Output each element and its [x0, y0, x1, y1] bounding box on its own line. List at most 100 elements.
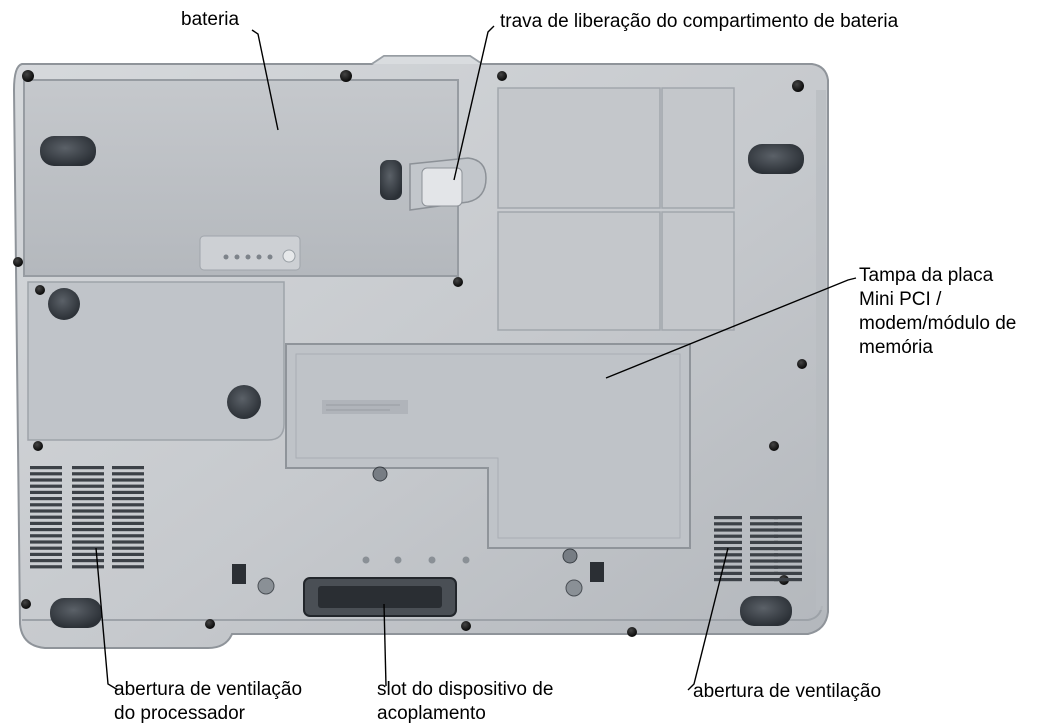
vent-slat: [30, 559, 62, 563]
label-docking-slot-line-1: slot do dispositivo de: [377, 679, 554, 700]
vent-slat: [714, 578, 742, 582]
vent-slat: [774, 571, 802, 575]
vent-slat: [112, 472, 144, 476]
label-processor-vent-line-2: do processador: [114, 703, 245, 724]
vent-slat: [750, 547, 778, 551]
vent-slat: [714, 528, 742, 532]
vent-slat: [774, 522, 802, 526]
vent-slat: [72, 540, 104, 544]
vent-slat: [750, 522, 778, 526]
vent-slat: [774, 540, 802, 544]
leader-lines: [95, 25, 857, 691]
leader-air-vent: [687, 547, 729, 691]
vent-slat: [112, 534, 144, 538]
vent-slat: [72, 515, 104, 519]
vent-slat: [30, 484, 62, 488]
vent-slat: [714, 559, 742, 563]
vent-slat: [112, 490, 144, 494]
leader-battery-latch: [453, 25, 495, 181]
vent-slat: [774, 553, 802, 557]
vent-slat: [72, 565, 104, 569]
leader-processor-vent: [95, 547, 119, 691]
label-battery: bateria: [181, 8, 239, 32]
label-air-vent: abertura de ventilação: [693, 680, 881, 704]
vent-slat: [112, 521, 144, 525]
label-battery-text: bateria: [181, 9, 240, 30]
vent-slat: [112, 509, 144, 513]
label-air-vent-text: abertura de ventilação: [693, 681, 882, 702]
vent-slat: [112, 559, 144, 563]
vent-slat: [30, 466, 62, 470]
leader-docking-slot: [383, 603, 387, 687]
vent-slat: [112, 497, 144, 501]
processor-vents: [30, 466, 144, 569]
air-vents: [714, 516, 802, 582]
vent-slat: [774, 578, 802, 582]
vent-slat: [112, 503, 144, 507]
vent-slat: [112, 565, 144, 569]
vent-slat: [112, 466, 144, 470]
vent-slat: [30, 528, 62, 532]
vent-slat: [774, 534, 802, 538]
vent-slat: [714, 565, 742, 569]
vent-slat: [750, 553, 778, 557]
vent-slat: [72, 552, 104, 556]
vent-slat: [750, 540, 778, 544]
vent-slat: [112, 540, 144, 544]
label-minipci-line-4: memória: [859, 337, 933, 358]
vent-slat: [72, 528, 104, 532]
rubber-feet: [40, 136, 804, 628]
vent-slat: [30, 503, 62, 507]
vent-slat: [112, 552, 144, 556]
vent-slat: [774, 516, 802, 520]
vent-slat: [714, 522, 742, 526]
label-minipci-line-2: Mini PCI /: [859, 289, 942, 310]
vent-slat: [750, 516, 778, 520]
latch-foot: [380, 160, 402, 200]
vent-slat: [30, 515, 62, 519]
label-processor-vent: abertura de ventilação do processador: [114, 678, 302, 726]
vent-slat: [112, 484, 144, 488]
label-battery-latch: trava de liberação do compartimento de b…: [500, 10, 898, 34]
vent-slat: [30, 565, 62, 569]
vent-slat: [112, 478, 144, 482]
vent-slat: [30, 490, 62, 494]
foot-bottom-left: [50, 598, 102, 628]
vent-slat: [714, 553, 742, 557]
vent-slat: [750, 578, 778, 582]
vent-slat: [774, 528, 802, 532]
leader-battery: [251, 29, 279, 131]
vent-slat: [714, 540, 742, 544]
vent-slat: [30, 509, 62, 513]
vent-slat: [72, 478, 104, 482]
vent-slat: [112, 515, 144, 519]
foot-round-2: [227, 385, 261, 419]
label-minipci-line-3: modem/módulo de: [859, 313, 1017, 334]
label-battery-latch-text: trava de liberação do compartimento de b…: [500, 11, 899, 32]
battery-latch: [380, 157, 487, 211]
foot-top-left: [40, 136, 96, 166]
vent-slat: [30, 540, 62, 544]
label-docking-slot-line-2: acoplamento: [377, 703, 486, 724]
vent-slat: [30, 521, 62, 525]
label-docking-slot: slot do dispositivo de acoplamento: [377, 678, 553, 726]
vent-slat: [72, 509, 104, 513]
vent-slat: [72, 546, 104, 550]
vent-slat: [72, 472, 104, 476]
vent-slat: [30, 472, 62, 476]
vent-slat: [72, 503, 104, 507]
vent-slat: [30, 552, 62, 556]
label-processor-vent-line-1: abertura de ventilação: [114, 679, 303, 700]
vent-slat: [714, 571, 742, 575]
screws: [13, 70, 807, 637]
vent-slat: [714, 516, 742, 520]
foot-bottom-right: [740, 596, 792, 626]
battery-panel: [23, 79, 459, 277]
vent-slat: [30, 497, 62, 501]
upper-right-panels: [497, 87, 735, 331]
vent-slat: [750, 528, 778, 532]
docking-connector: [232, 556, 604, 617]
vent-slat: [750, 565, 778, 569]
vent-slat: [72, 534, 104, 538]
